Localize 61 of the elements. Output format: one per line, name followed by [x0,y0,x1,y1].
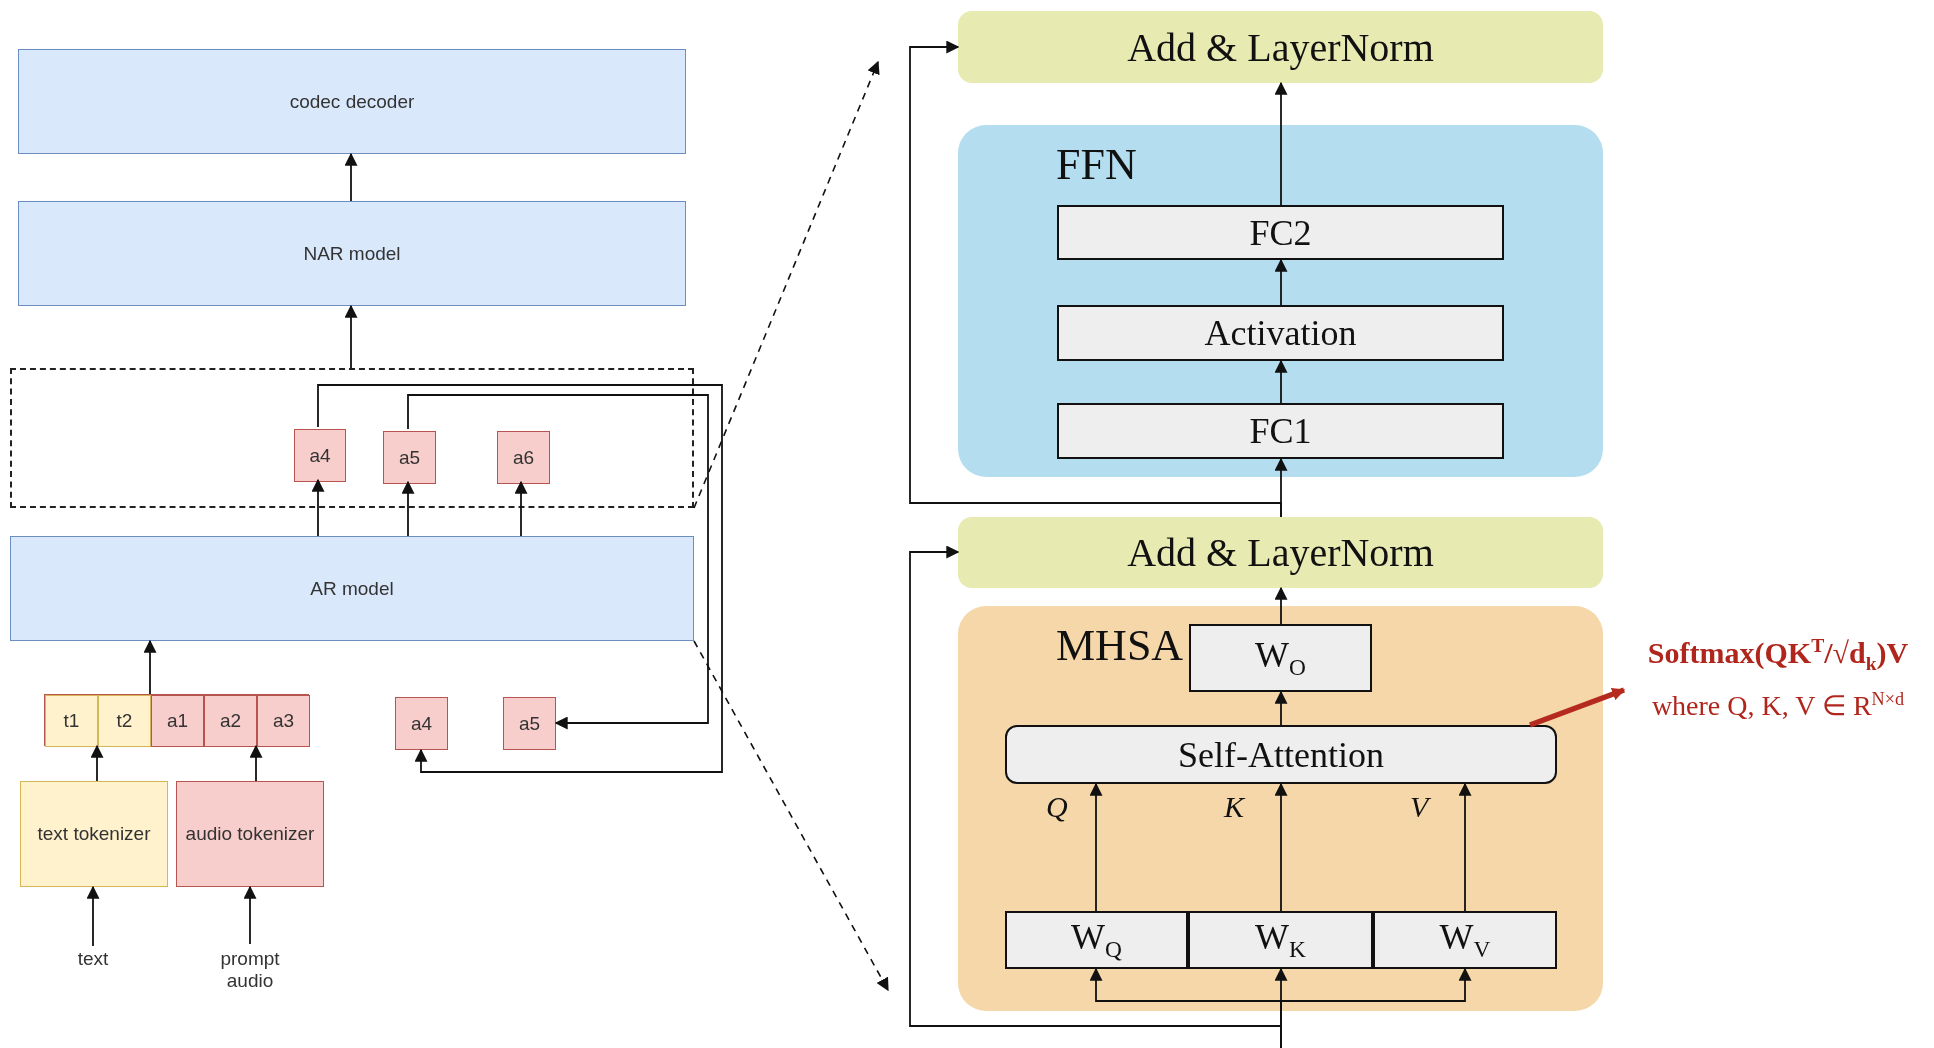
arrow [1274,258,1288,306]
arrow [1089,782,1103,912]
module-panel [958,606,1603,1011]
layer-box: W$_{K}$ [1188,911,1373,969]
layer-norm-box: Add & LayerNorm [958,517,1603,588]
process-box: NAR model [18,201,686,306]
attention-box: Self-Attention [1005,725,1557,784]
arrow [401,480,415,537]
arrow [90,744,104,782]
token-cell: t2 [98,695,151,747]
layer-norm-box: Add & LayerNorm [958,11,1603,83]
arrow [1274,782,1288,912]
formula-text: Softmax(QK$^{T}$/√d$_{k}$)V where Q, K, V ∈ R$^{N×d}$ [1624,604,1932,754]
token-cell: t1 [45,695,98,747]
token-box: a6 [497,431,550,484]
layer-box: W$_{O}$ [1189,624,1372,692]
module-panel [958,125,1603,477]
token-cell: a2 [204,695,257,747]
arrow [1274,690,1288,726]
arrow [317,384,723,773]
arrow [1529,687,1626,728]
arrow [407,394,709,730]
token-box: a4 [395,697,448,750]
layer-box: W$_{Q}$ [1005,911,1188,969]
arrow [1274,359,1288,404]
token-box: a4 [294,429,346,482]
arrow [86,885,100,947]
token-cell: a1 [151,695,204,747]
arrow [1274,81,1288,206]
token-cell: a3 [257,695,310,747]
panel-title: MHSA [1056,620,1184,671]
dashed-group-box [10,368,694,508]
arrow [243,885,257,945]
layer-box: FC1 [1057,403,1504,459]
process-box: AR model [10,536,694,641]
arrow [344,304,358,369]
token-row [44,694,309,746]
arrow [249,744,263,782]
arrow [143,639,157,695]
process-box: codec decoder [18,49,686,154]
edge-label: V [1410,790,1429,824]
layer-box: Activation [1057,305,1504,361]
arrow [909,40,1282,518]
arrow [311,478,325,537]
panel-title: FFN [1056,139,1137,190]
arrow [1274,586,1288,625]
tokenizer-box: audio tokenizer [176,781,324,887]
edge-label: K [1224,790,1244,824]
zoom-line [693,640,889,992]
input-label: text [58,946,128,972]
arrow [344,152,358,202]
arrow [514,480,528,537]
token-box: a5 [503,697,556,750]
token-box: a5 [383,431,436,484]
arrow [1458,782,1472,912]
layer-box: W$_{V}$ [1373,911,1557,969]
layer-box: FC2 [1057,205,1504,260]
input-label: prompt audio [205,944,295,996]
edge-label: Q [1046,790,1068,824]
tokenizer-box: text tokenizer [20,781,168,887]
zoom-line [693,60,880,509]
